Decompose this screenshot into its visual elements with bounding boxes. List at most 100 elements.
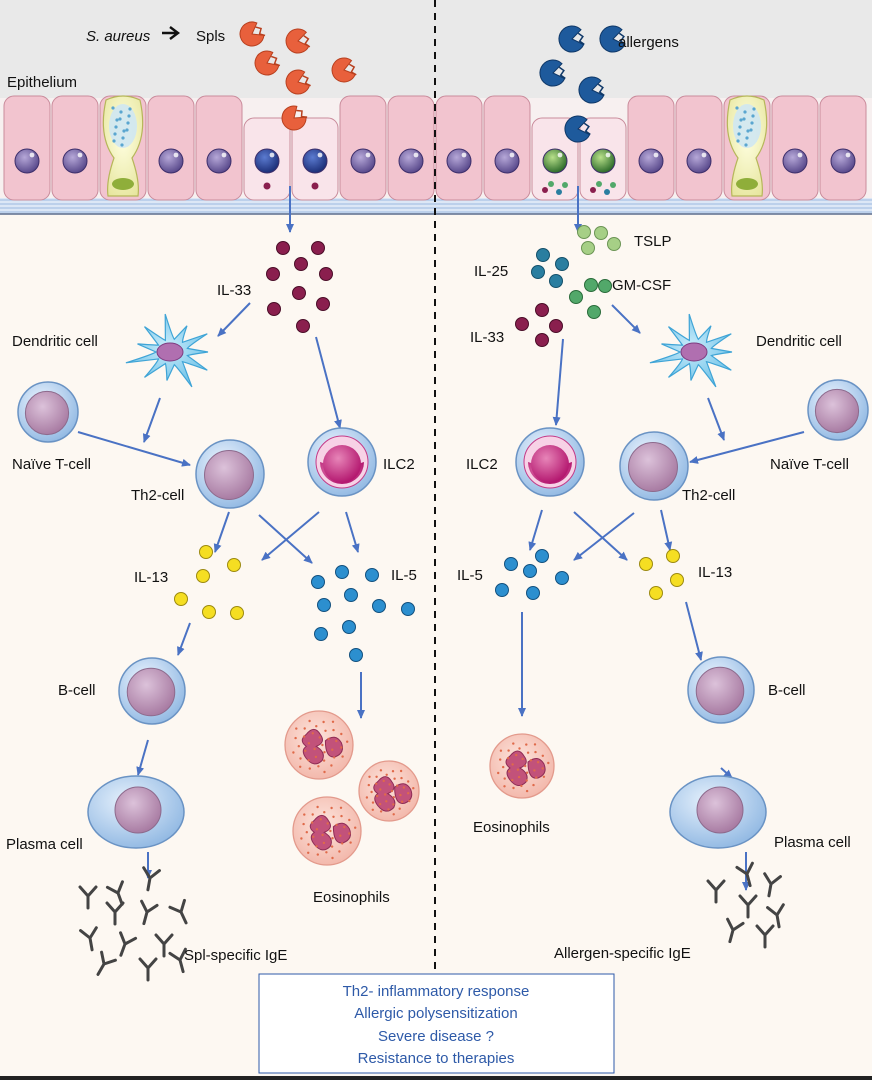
left-eosinophil-granule [307,759,310,762]
allergen-antigen-body [539,59,566,87]
left-eosinophil-granule [407,780,410,783]
epithelial-cell [3,95,51,201]
left-eosinophil-granule [392,813,395,816]
left-eosinophil-granule [332,815,335,818]
left-eosinophil-granule [325,851,328,854]
left-eosinophil-granule [315,828,319,831]
right-il5-label: IL-5 [457,567,483,584]
left-ilc2-label: ILC2 [383,456,415,473]
right-il33-dot [549,319,563,333]
nucleus-highlight [605,152,611,158]
left-eosinophil-granule [319,818,322,821]
left-eosinophil-granule [329,829,332,833]
right-eosinophil-granule [529,759,533,762]
right-th2-cell [619,431,689,501]
goblet-nucleus [112,178,134,190]
left-eosinophil-granule [340,814,343,818]
allergen-antigen-notch [577,32,585,46]
flow-arrow [345,511,360,553]
nucleus-highlight [509,152,515,158]
right-ige-antibody [735,861,754,888]
right-eosinophil-granule [526,751,530,754]
left-eosinophil-granule [338,850,341,853]
flow-arrow [660,509,673,551]
left-eosinophil-granule [330,764,333,767]
left-eosinophil-granule [348,818,351,822]
left-naive-t-cell [17,381,79,443]
left-eosinophil-granule [399,769,403,773]
left-eosinophil-granule [385,800,388,803]
spl-antigen [331,57,357,83]
left-eosinophil-granule [330,806,333,810]
summary-line-4: Resistance to therapies [358,1050,515,1067]
left-eosinophil-granule [348,832,351,835]
epithelial-cell [387,95,435,201]
left-eosinophil-granule [393,777,396,780]
right-eosinophil-granule [533,743,537,746]
left-ige-antibody-shape [142,866,161,892]
left-il33-dot [292,286,306,300]
basement-membrane [0,198,872,214]
left-eosinophil-nucleus-lobe [301,728,324,765]
allergen-antigen-notch [583,122,591,136]
left-ige-antibody-shape [168,947,187,974]
spl-antigen-notch [348,63,357,76]
right-plasma-cell-nucleus [696,786,744,834]
left-ige-antibody [168,947,187,974]
right-tslp-dot [577,225,591,239]
left-eosinophil-granule [339,834,342,837]
left-plasma-cell-nucleus [114,786,162,834]
left-dendritic-cell-nucleus [156,342,184,362]
right-il33-dot [535,303,549,317]
left-eosinophil-granule [385,773,388,776]
mucus-granule [126,121,130,125]
left-eosinophil-granule [303,727,306,730]
flow-arrow [315,336,342,429]
allergen-antigen-body [578,76,605,104]
mucus-granule [122,129,126,133]
left-eosinophil-granule [323,770,326,774]
right-b-cell-nucleus [695,666,745,716]
left-il5-dot [314,627,328,641]
left-il5-dot [401,602,415,616]
cell-nucleus [446,148,472,174]
right-eosinophil-granule [503,785,506,788]
right-ilc2 [515,427,585,497]
left-eosinophil-granule [376,794,379,798]
left-b-cell-nucleus [126,667,176,717]
left-il33-dot [311,241,325,255]
left-eosinophil-granule [316,805,319,809]
left-il5-dot [349,648,363,662]
mucus-granule [113,132,117,136]
right-naive-t-cell-nucleus [814,388,860,434]
right-ige-antibody-shape [735,861,754,888]
spl-antigen-notch [255,26,266,37]
epithelial-cell [675,95,723,201]
left-ige-antibody [140,899,159,926]
right-eosinophil-granule [525,789,529,793]
cytokine-group [174,225,684,662]
left-eosinophil [292,796,362,866]
mucus-granule [751,114,755,118]
mucus-granule [114,125,118,129]
mucus-granule [735,106,739,110]
right-eosinophil-granule [508,770,511,773]
mucus-granule [738,125,742,129]
mucus-granule [118,117,122,121]
flow-arrow [136,739,149,776]
cell-nucleus [590,148,616,174]
mucus-granule [127,114,131,118]
left-eosinophil-granule [331,837,334,840]
left-eosinophil-granule [339,806,343,809]
left-eosinophil-granule [341,842,344,845]
right-eosinophil-granule [511,763,514,766]
right-eosinophil-granule [515,753,518,757]
left-eosinophil-granule [327,737,330,741]
mucus-granule [121,136,125,140]
flow-arrow [217,302,251,337]
right-tslp-label: TSLP [634,233,672,250]
cell-nucleus [782,148,808,174]
flow-arrow [707,397,725,441]
left-ige-antibody-shape [79,926,98,952]
